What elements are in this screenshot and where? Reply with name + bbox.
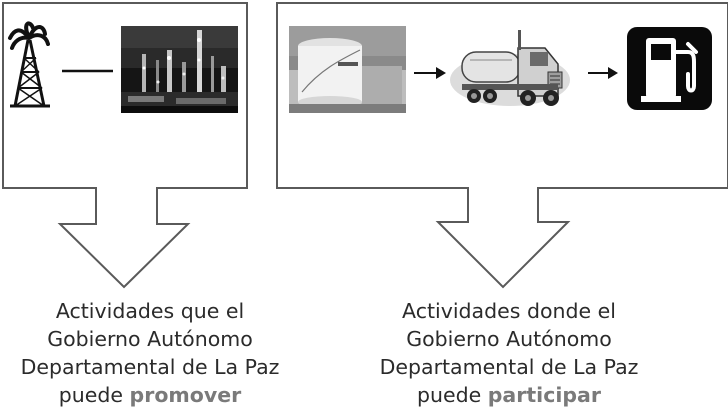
oil-derrick-icon: [8, 21, 50, 108]
flow-arrow-2: [588, 67, 618, 79]
right-caption-line-1: Actividades donde el: [402, 299, 616, 323]
refinery-photo: [121, 26, 238, 113]
left-caption-line-2: Gobierno Autónomo: [47, 327, 253, 351]
left-caption-line-3: Departamental de La Paz: [20, 355, 280, 379]
left-caption-prefix: puede: [58, 383, 130, 407]
left-caption-line-1: Actividades que el: [55, 299, 245, 323]
left-caption: Actividades que el Gobierno Autónomo Dep…: [0, 297, 300, 409]
right-caption-prefix: puede: [416, 383, 488, 407]
flow-arrow-1: [414, 67, 446, 79]
right-caption: Actividades donde el Gobierno Autónomo D…: [358, 297, 660, 409]
right-caption-line-4: puede participar: [358, 381, 660, 409]
right-caption-line-2: Gobierno Autónomo: [406, 327, 612, 351]
left-caption-line-4: puede promover: [0, 381, 300, 409]
left-caption-emphasis: promover: [129, 383, 242, 407]
fuel-pump-icon: [627, 27, 712, 110]
right-caption-line-3: Departamental de La Paz: [379, 355, 639, 379]
storage-tank-photo: [289, 26, 406, 113]
tanker-truck-icon: [450, 30, 570, 106]
right-caption-emphasis: participar: [487, 383, 601, 407]
